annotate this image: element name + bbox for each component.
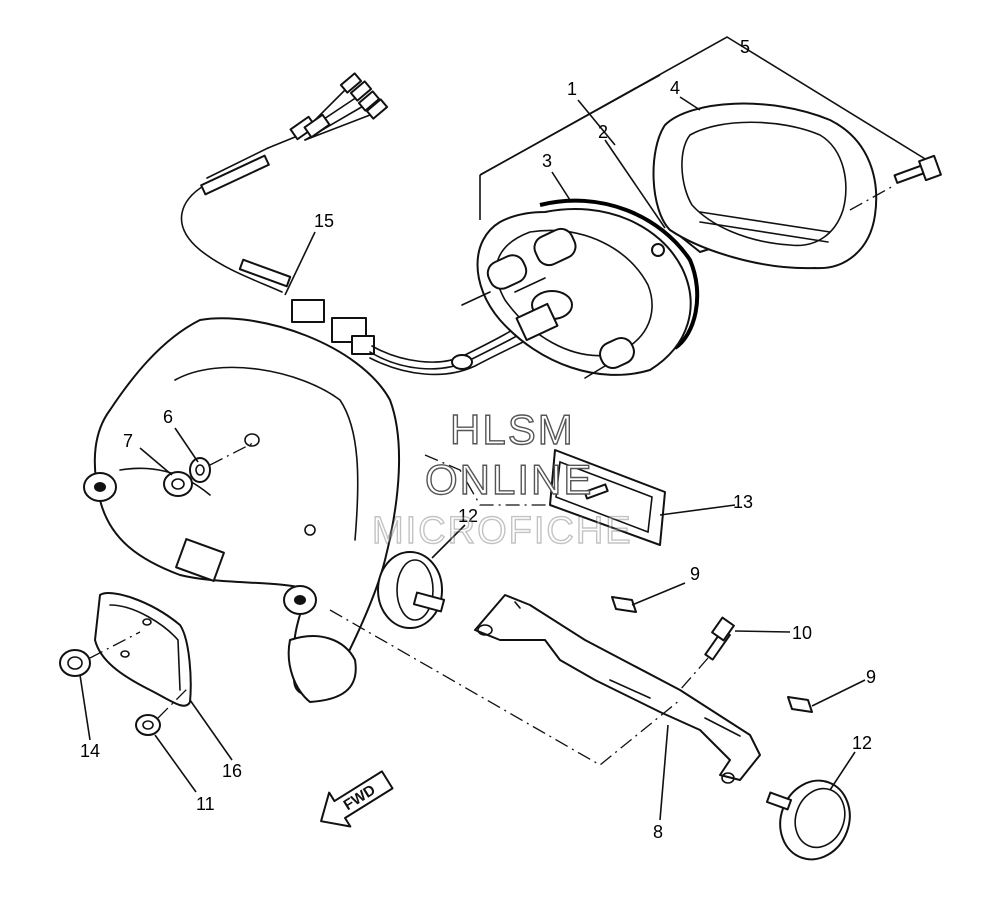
callout-7: 7 — [123, 431, 133, 451]
fwd-arrow-icon: FWD — [320, 770, 394, 828]
side-bracket-8 — [474, 594, 761, 784]
callout-11: 11 — [196, 794, 215, 814]
watermark-line-2: ONLINE — [425, 456, 593, 503]
nut-14 — [59, 631, 141, 677]
watermark-line-3: MICROFICHE — [372, 510, 633, 552]
callout-4: 4 — [670, 78, 680, 98]
leader-lines — [79, 96, 866, 821]
callout-1: 1 — [567, 79, 577, 99]
grommet-12-right — [765, 779, 851, 861]
callout-15: 15 — [314, 211, 334, 231]
clip-nut-9-upper — [611, 596, 637, 613]
nut-7 — [163, 471, 193, 497]
callout-3: 3 — [542, 151, 552, 171]
watermark: HLSM ONLINE MICROFICHE — [371, 405, 633, 552]
lens-screw — [849, 154, 942, 211]
washer-6 — [189, 457, 211, 483]
callout-14: 14 — [80, 741, 100, 761]
callout-13: 13 — [733, 492, 753, 512]
grommet-12-left — [377, 551, 446, 629]
bolt-10 — [679, 616, 735, 691]
callout-10: 10 — [792, 623, 812, 643]
rear-fender — [83, 317, 401, 703]
tail-light-housing — [461, 198, 700, 379]
callout-5: 5 — [740, 37, 750, 57]
callout-8: 8 — [653, 822, 663, 842]
callout-12-right: 12 — [852, 733, 872, 753]
license-bracket — [94, 592, 192, 707]
callout-12-left: 12 — [458, 506, 478, 526]
tail-light-lens — [652, 102, 878, 270]
callout-16: 16 — [222, 761, 242, 781]
nut-11 — [135, 687, 189, 736]
callout-6: 6 — [163, 407, 173, 427]
watermark-line-1: HLSM — [450, 406, 575, 453]
clip-nut-9-lower — [787, 696, 813, 713]
group-bracket-1 — [479, 74, 661, 176]
callout-labels: 1 2 3 4 5 6 7 8 9 9 10 11 12 12 13 14 15… — [80, 37, 876, 842]
callout-9-upper: 9 — [690, 564, 700, 584]
callout-9-lower: 9 — [866, 667, 876, 687]
callout-2: 2 — [598, 122, 608, 142]
reflector-13 — [549, 449, 666, 546]
